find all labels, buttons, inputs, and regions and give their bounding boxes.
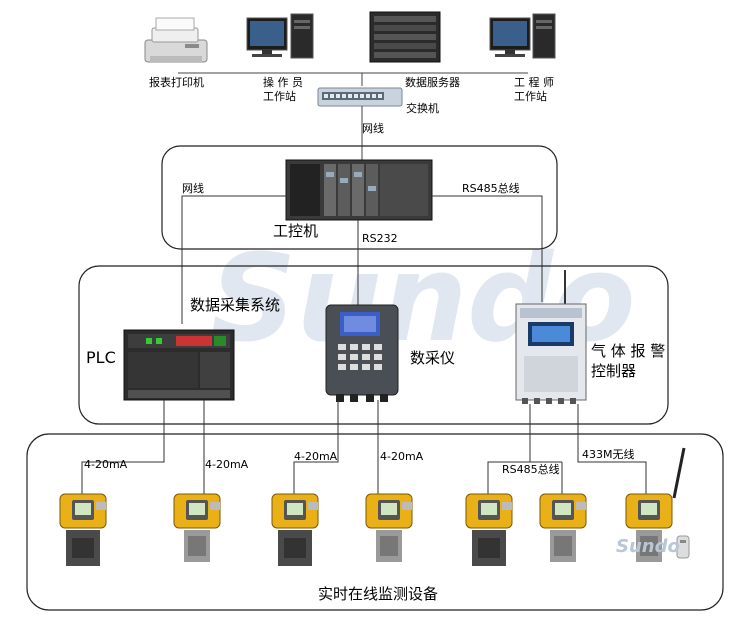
engineer-label-1: 工 程 师: [514, 76, 554, 89]
watermark-small: Sundo: [616, 536, 680, 557]
gas-detector-1-icon: [59, 493, 107, 566]
daq-icon: [325, 304, 399, 402]
operator-workstation-icon: [246, 13, 314, 59]
alarm-to-detector-5-line: [487, 404, 531, 494]
alarm-label-1: 气 体 报 警: [591, 342, 665, 360]
alarm-label-2: 控制器: [591, 362, 636, 380]
industrial-pc-icon: [285, 159, 433, 221]
net-label: 网线: [362, 121, 384, 135]
gas-detector-6-icon: [539, 493, 587, 562]
operator-label-1: 操 作 员: [263, 75, 303, 89]
ipc-left-link: 网线: [182, 181, 204, 195]
plc-label: PLC: [86, 348, 116, 367]
top-network: 报表打印机 操 作 员 工作站 数据服务器: [144, 11, 556, 160]
link-3-label: 4-20mA: [294, 450, 338, 463]
gas-detector-2-icon: [173, 493, 221, 562]
daq-label: 数采仪: [410, 349, 455, 367]
remote-control-icon: [676, 535, 690, 559]
field-box: 4-20mA 4-20mA 4-20mA 4-20mA RS485总线 433M…: [26, 400, 724, 611]
engineer-workstation-icon: [489, 13, 556, 59]
gas-detector-3-icon: [271, 493, 319, 566]
engineer-label-2: 工作站: [514, 89, 547, 103]
ipc-to-plc-line: [181, 195, 286, 324]
link-6-label: 433M无线: [582, 447, 635, 461]
ipc-frame: [161, 145, 558, 250]
link-1-label: 4-20mA: [84, 458, 128, 471]
printer-icon: [144, 17, 208, 63]
field-frame: [26, 433, 724, 611]
ipc-right-link: RS485总线: [462, 181, 520, 195]
ipc-bottom-link: RS232: [362, 232, 398, 245]
server-label: 数据服务器: [405, 75, 460, 89]
gas-detector-4-icon: [365, 493, 413, 562]
printer-label: 报表打印机: [149, 75, 204, 89]
link-5-label: RS485总线: [502, 462, 560, 476]
wireless-gas-detector-icon: [625, 447, 686, 562]
acquisition-box: 数据采集系统 PLC: [78, 265, 669, 425]
field-title: 实时在线监测设备: [318, 585, 438, 603]
plc-to-detector-1-line: [81, 400, 165, 494]
daq-to-detector-3-line: [293, 400, 339, 494]
switch-label: 交换机: [406, 101, 439, 115]
operator-label-2: 工作站: [263, 89, 296, 103]
acquisition-title: 数据采集系统: [190, 296, 280, 314]
alarm-to-detector-7-line: [577, 404, 647, 494]
data-server-icon: [369, 11, 441, 63]
switch-icon: [317, 87, 403, 107]
ipc-to-alarm-line: [432, 195, 543, 302]
ipc-box: 工控机 网线 RS485总线 RS232: [161, 145, 558, 324]
link-2-label: 4-20mA: [205, 458, 249, 471]
plc-icon: [123, 329, 235, 401]
alarm-controller-icon: [515, 270, 587, 404]
link-4-label: 4-20mA: [380, 450, 424, 463]
ipc-title: 工控机: [273, 222, 318, 240]
gas-detector-5-icon: [465, 493, 513, 566]
acquisition-frame: [78, 265, 669, 425]
